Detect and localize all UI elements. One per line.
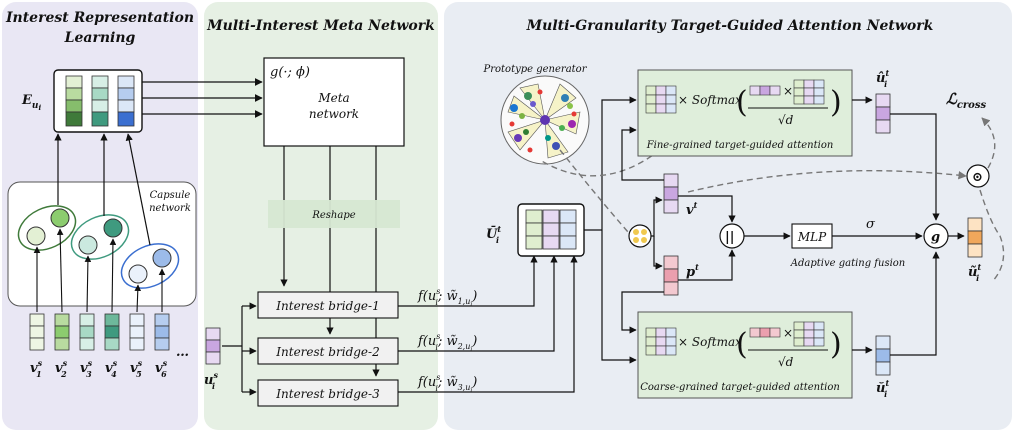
fine-matrix-left <box>645 85 677 114</box>
fine-sqrt-d: √d <box>778 113 794 127</box>
svg-text:Interest bridge-3: Interest bridge-3 <box>275 387 380 401</box>
left-title-line2: Learning <box>64 30 136 46</box>
interest-bridge-2 <box>257 337 399 365</box>
svg-text:vs1: vs1 <box>30 358 43 379</box>
e-label: Eui <box>21 93 41 112</box>
svg-text:||: || <box>725 230 734 245</box>
svg-text:vs3: vs3 <box>80 358 93 379</box>
meta-label-2: network <box>309 107 359 121</box>
mlp-box <box>791 223 833 249</box>
svg-text:⊙: ⊙ <box>972 170 983 185</box>
capsule-label-1: Capsule <box>150 190 191 201</box>
reshape-label: Reshape <box>311 210 355 221</box>
p-t-vector <box>663 255 679 296</box>
u-check-vector <box>875 335 891 376</box>
odot-node <box>966 164 990 188</box>
coarse-paren-close: ) <box>830 327 842 362</box>
u-bar-matrix <box>525 209 577 250</box>
prototype-generator-image <box>500 75 590 165</box>
coarse-row-vector <box>749 327 781 338</box>
svg-text:Interest bridge-2: Interest bridge-2 <box>275 345 379 359</box>
fine-paren-open: ( <box>736 85 748 120</box>
u-hat-vector <box>875 93 891 134</box>
svg-text:g: g <box>931 230 940 245</box>
sigma: σ <box>866 217 876 232</box>
e-matrix <box>65 75 135 127</box>
v-t-label: vt <box>686 200 698 218</box>
p-t-label: pt <box>686 262 699 280</box>
fine-row-vector <box>749 85 781 96</box>
capsule-group-2 <box>70 214 130 260</box>
svg-text:vs6: vs6 <box>155 358 168 379</box>
middle-title: Multi-Interest Meta Network <box>206 18 435 34</box>
fine-times: × <box>783 84 793 98</box>
svg-text:MLP: MLP <box>797 230 827 244</box>
fine-matrix-right <box>793 79 825 105</box>
loss-label: ℒcross <box>946 90 986 111</box>
coarse-matrix-right <box>793 321 825 347</box>
right-title: Multi-Granularity Target-Guided Attentio… <box>526 18 934 34</box>
svg-text:vs5: vs5 <box>130 358 143 379</box>
fine-softmax: × Softmax <box>678 93 742 107</box>
prototype-node <box>628 224 652 248</box>
meta-fn: g(·; ϕ) <box>270 65 310 80</box>
interest-bridge-3 <box>257 379 399 407</box>
capsule-label-2: network <box>149 203 191 214</box>
fine-paren-close: ) <box>830 85 842 120</box>
coarse-sqrt-d: √d <box>778 355 794 369</box>
left-title-line1: Interest Representation <box>5 10 194 26</box>
u-s-vector <box>205 327 221 365</box>
v-t-vector <box>663 173 679 214</box>
meta-network-box <box>263 57 405 147</box>
svg-text:vs2: vs2 <box>55 358 68 379</box>
meta-label-1: Meta <box>317 91 349 105</box>
svg-text:vs4: vs4 <box>105 358 118 379</box>
fine-label: Fine-grained target-guided attention <box>646 140 834 151</box>
coarse-paren-open: ( <box>736 327 748 362</box>
prototype-label: Prototype generator <box>483 64 588 75</box>
reshape-band <box>268 200 400 228</box>
coarse-label: Coarse-grained target-guided attention <box>640 382 840 393</box>
ellipsis: … <box>176 345 189 360</box>
u-tilde-vector <box>967 217 983 258</box>
coarse-times: × <box>783 326 793 340</box>
svg-text:Interest bridge-1: Interest bridge-1 <box>275 299 379 313</box>
coarse-softmax: × Softmax <box>678 335 742 349</box>
item-columns <box>29 313 170 351</box>
interest-bridge-1 <box>257 291 399 319</box>
adaptive-label: Adaptive gating fusion <box>790 258 905 269</box>
capsule-group-1 <box>17 205 77 251</box>
capsule-group-3 <box>120 243 180 289</box>
coarse-matrix-left <box>645 327 677 356</box>
